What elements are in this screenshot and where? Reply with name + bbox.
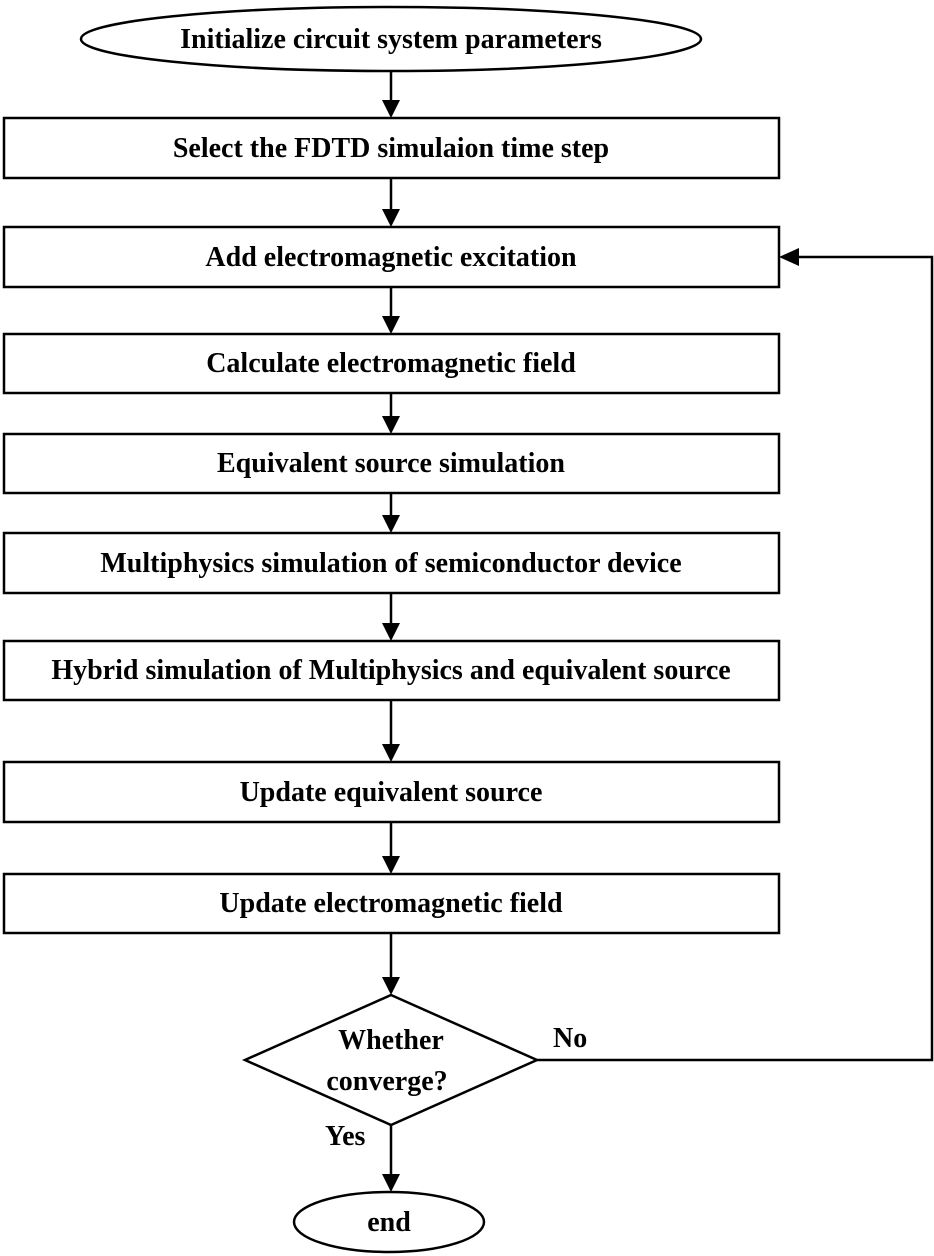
step-update-source	[2, 760, 781, 824]
step-equivalent-source-sim-label: Equivalent source simulation	[217, 448, 565, 479]
step-calculate-field	[2, 332, 781, 395]
connector-step7-to-step8	[382, 822, 400, 874]
decision-converge	[241, 993, 541, 1127]
step-add-excitation	[2, 225, 781, 289]
step-select-time-step	[2, 116, 781, 180]
connector-decision-yes-to-end	[382, 1125, 400, 1192]
connector-step8-to-decision	[382, 933, 400, 995]
step-select-time-step-label: Select the FDTD simulaion time step	[173, 133, 609, 164]
connector-step1-to-step2	[382, 178, 400, 227]
start-label: Initialize circuit system parameters	[180, 24, 602, 55]
yes-branch-label: Yes	[325, 1121, 366, 1152]
decision-line1: Whether	[338, 1025, 444, 1056]
step-calculate-field-label: Calculate electromagnetic field	[206, 348, 576, 379]
connector-step4-to-step5	[382, 493, 400, 533]
decision-line2: converge?	[326, 1066, 447, 1097]
end-terminal	[292, 1190, 486, 1254]
connector-step5-to-step6	[382, 593, 400, 641]
connector-step3-to-step4	[382, 393, 400, 434]
end-label: end	[367, 1207, 411, 1238]
step-multiphysics-sim-label: Multiphysics simulation of semiconductor…	[100, 548, 681, 579]
connector-decision-no-loopback	[537, 248, 934, 1062]
connector-step2-to-step3	[382, 287, 400, 334]
step-update-field	[2, 872, 781, 935]
step-add-excitation-label: Add electromagnetic excitation	[205, 242, 577, 273]
step-hybrid-sim-label: Hybrid simulation of Multiphysics and eq…	[51, 655, 730, 686]
no-branch-label: No	[553, 1023, 587, 1054]
step-update-source-label: Update equivalent source	[240, 777, 543, 808]
step-update-field-label: Update electromagnetic field	[219, 888, 563, 919]
connector-start-to-step1	[382, 71, 400, 118]
connector-step6-to-step7	[382, 700, 400, 762]
